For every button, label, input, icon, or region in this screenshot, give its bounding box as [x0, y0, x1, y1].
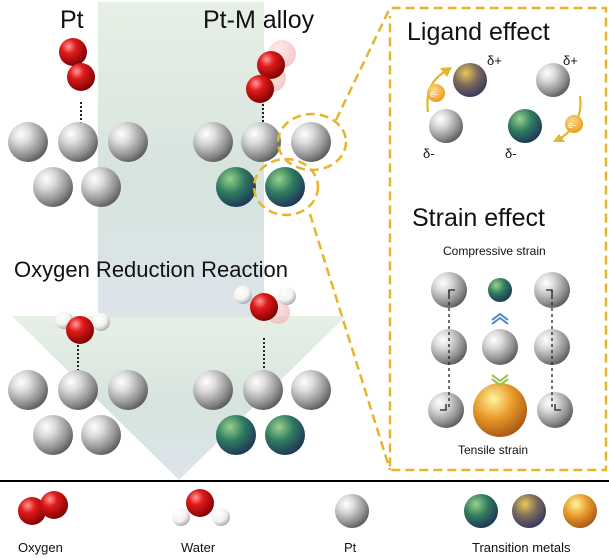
legend-transition-metals: Transition metals: [464, 494, 597, 555]
oxygen-atom: [40, 491, 68, 519]
pt-atom: [108, 370, 148, 410]
oxygen-atom: [59, 38, 87, 66]
tensile-strain-label: Tensile strain: [458, 443, 528, 457]
delta-minus-label: δ-: [505, 146, 517, 161]
pt-atom: [8, 370, 48, 410]
pt-atom: [429, 109, 463, 143]
pt-atom: [58, 122, 98, 162]
reaction-arrow: [12, 2, 346, 480]
svg-text:Water: Water: [181, 540, 216, 555]
svg-text:Pt: Pt: [344, 540, 357, 555]
pt-atom: [108, 122, 148, 162]
pt-atom: [8, 122, 48, 162]
delta-minus-label: δ-: [423, 146, 435, 161]
delta-plus-label: δ+: [563, 53, 578, 68]
transition-metal-atom: [508, 109, 542, 143]
hydrogen-atom: [92, 313, 110, 331]
oxygen-atom: [18, 497, 46, 525]
compressive-strain-label: Compressive strain: [443, 244, 546, 258]
svg-text:Oxygen: Oxygen: [18, 540, 63, 555]
pt-atom: [193, 370, 233, 410]
pt-atom: [241, 122, 281, 162]
transition-metal-atom: [265, 415, 305, 455]
pt-atom: [243, 370, 283, 410]
delta-plus-label: δ+: [487, 53, 502, 68]
svg-text:e-: e-: [568, 120, 576, 130]
pt-atom: [193, 122, 233, 162]
pt-atom: [291, 122, 331, 162]
oxygen-atom: [67, 63, 95, 91]
electron-icon: [427, 84, 445, 102]
legend: Oxygen Water Pt Transition metals: [18, 489, 597, 555]
alloy-surface-o2: [193, 40, 331, 207]
pt-atom: [33, 167, 73, 207]
transition-metal-atom: [473, 383, 527, 437]
alloy-surface-water: [193, 286, 331, 455]
transition-metal-atom: [563, 494, 597, 528]
pt-alloy-heading: Pt-M alloy: [203, 6, 315, 34]
pt-atom: [58, 370, 98, 410]
hydrogen-atom: [212, 508, 230, 526]
orr-heading: Oxygen Reduction Reaction: [14, 257, 288, 282]
hydrogen-atom: [278, 287, 296, 305]
transition-metal-atom: [464, 494, 498, 528]
pt-atom: [33, 415, 73, 455]
transition-metal-atom: [512, 494, 546, 528]
pt-heading: Pt: [60, 6, 84, 34]
oxygen-atom: [250, 293, 278, 321]
pt-atom: [81, 415, 121, 455]
transition-metal-atom: [216, 167, 256, 207]
oxygen-atom: [257, 51, 285, 79]
oxygen-atom: [246, 75, 274, 103]
pt-atom: [482, 329, 518, 365]
pt-surface-water: [8, 311, 148, 455]
ligand-effect-panel: δ+ δ- e- δ+ δ- e-: [423, 53, 583, 161]
hydrogen-atom: [172, 508, 190, 526]
strain-effect-title: Strain effect: [412, 204, 545, 232]
pt-atom: [536, 63, 570, 97]
electron-icon: [565, 115, 583, 133]
ligand-effect-title: Ligand effect: [407, 18, 550, 46]
svg-text:e-: e-: [430, 89, 438, 99]
pt-atom: [291, 370, 331, 410]
highlight-outline: [252, 6, 608, 472]
strain-effect-panel: [428, 272, 573, 437]
pt-atom: [81, 167, 121, 207]
legend-oxygen: Oxygen: [18, 491, 68, 555]
oxygen-atom: [186, 489, 214, 517]
legend-water: Water: [172, 489, 230, 555]
pt-surface-o2: [8, 38, 148, 207]
svg-text:Transition metals: Transition metals: [472, 540, 571, 555]
transition-metal-atom: [265, 167, 305, 207]
transition-metal-atom: [216, 415, 256, 455]
hydrogen-atom: [234, 286, 252, 304]
pt-atom: [335, 494, 369, 528]
oxygen-atom: [66, 316, 94, 344]
transition-metal-atom: [488, 278, 512, 302]
legend-pt: Pt: [335, 494, 369, 555]
transition-metal-atom: [453, 63, 487, 97]
